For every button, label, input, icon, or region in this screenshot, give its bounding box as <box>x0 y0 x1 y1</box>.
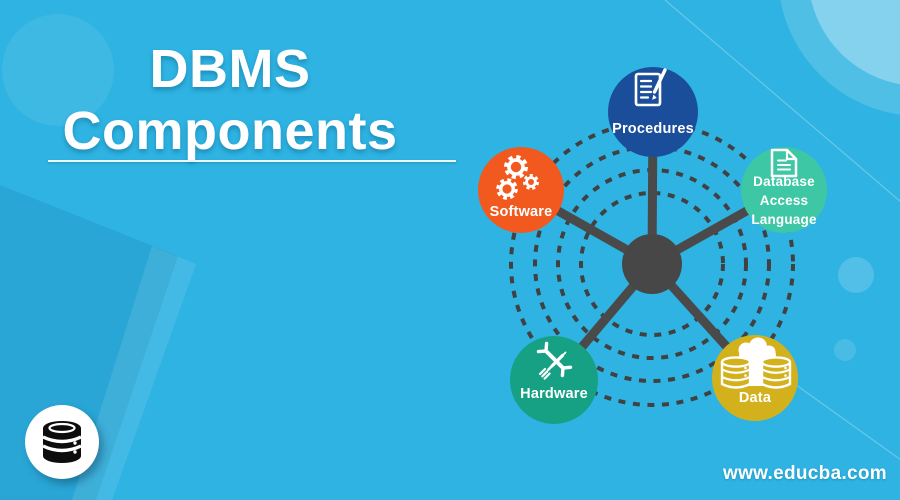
hub-circle <box>622 234 682 294</box>
website-link[interactable]: www.educba.com <box>723 463 887 484</box>
procedures-circle <box>608 67 698 157</box>
document-pencil-icon <box>634 68 667 107</box>
database-access-language-circle <box>741 147 827 233</box>
procedures-label: Procedures <box>612 121 694 137</box>
hardware-circle <box>510 336 598 424</box>
dal-label-line3: Language <box>751 212 817 227</box>
right-side-dot-small <box>834 339 856 361</box>
ring-1 <box>579 191 725 337</box>
gears-icon <box>496 155 539 200</box>
page-title: DBMS Components <box>10 38 450 162</box>
dal-label-line2: Access <box>760 193 809 208</box>
right-side-dot-large <box>838 257 874 293</box>
bottom-left-light-band <box>72 246 196 500</box>
logo-badge <box>25 405 99 479</box>
page-title-line1: DBMS <box>149 39 311 99</box>
dal-label-line1: Database <box>753 174 815 189</box>
ring-4 <box>509 121 795 407</box>
top-left-glow-circle <box>2 14 114 126</box>
node-hardware: Hardware <box>510 336 598 424</box>
software-label: Software <box>490 204 553 220</box>
cloud-database-icon <box>720 337 792 389</box>
title-underline <box>48 160 456 162</box>
data-label: Data <box>739 390 772 406</box>
tools-icon <box>536 341 573 380</box>
node-procedures: Procedures <box>608 67 698 157</box>
hardware-label: Hardware <box>520 386 588 402</box>
software-circle <box>478 147 564 233</box>
node-data: Data <box>712 335 798 421</box>
document-icon <box>770 148 798 178</box>
ring-3 <box>533 145 771 383</box>
node-database-access-language: Database Access Language <box>741 147 827 233</box>
database-icon <box>42 421 82 463</box>
page-title-line2: Components <box>62 101 398 161</box>
node-software: Software <box>478 147 564 233</box>
diagonal-line-bottom <box>791 381 900 461</box>
diagonal-line-top <box>664 0 900 202</box>
